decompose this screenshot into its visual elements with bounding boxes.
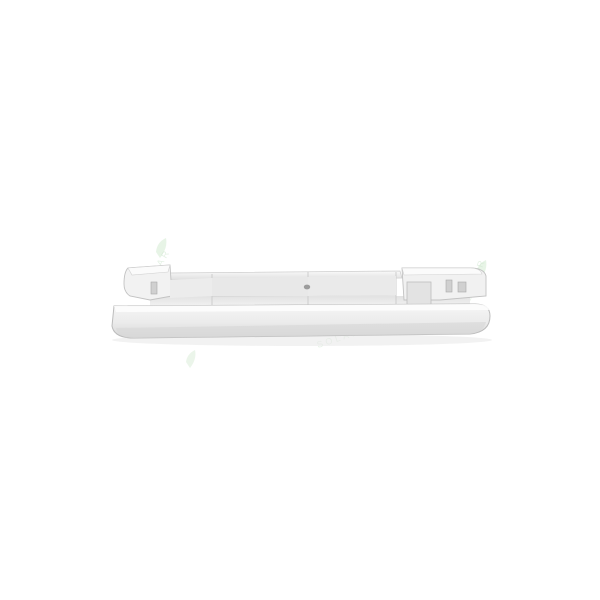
- leaf-icon: [186, 350, 196, 368]
- tray-floor: [150, 296, 470, 306]
- clip-details: [150, 279, 467, 295]
- front-wall-top-edge: [114, 304, 489, 312]
- left-cap-top: [127, 264, 171, 276]
- leaf-icon: [156, 238, 167, 258]
- center-hole: [303, 284, 311, 290]
- inner-panel-mid: [212, 277, 308, 296]
- inner-panel-left: [170, 278, 212, 298]
- right-cap-top: [401, 267, 483, 276]
- inner-block: [406, 281, 432, 307]
- front-wall-shade: [116, 322, 486, 338]
- inner-panel-right: [308, 276, 396, 296]
